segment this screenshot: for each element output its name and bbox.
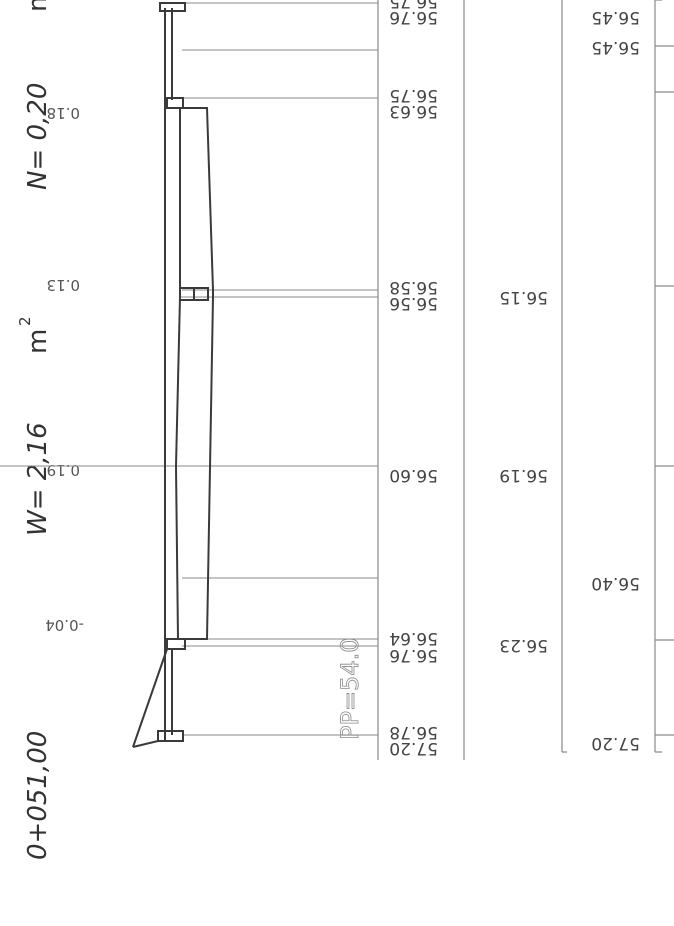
elevation-value: 56.63 bbox=[389, 101, 438, 121]
area-unit-exponent: 2 bbox=[16, 316, 34, 326]
pp-label: PP=54.0 bbox=[336, 638, 364, 741]
depth-label: 0.18 bbox=[47, 104, 80, 122]
elevation-column-1: 56.75 56.76 56.75 56.63 56.58 56.56 56.6… bbox=[389, 0, 438, 758]
elevation-value: 56.64 bbox=[389, 628, 438, 648]
depth-label: 0.19 bbox=[47, 461, 80, 479]
elevation-value: 56.76 bbox=[389, 645, 438, 665]
n-label: N= 0,20 bbox=[23, 83, 53, 190]
elevation-value: 56.15 bbox=[499, 287, 548, 307]
elevation-value: 56.40 bbox=[591, 573, 640, 593]
chainage-label: 0+051,00 bbox=[23, 731, 53, 860]
elevation-value: 57.20 bbox=[591, 733, 640, 753]
section-profile bbox=[132, 2, 214, 748]
elevation-value: 56.75 bbox=[389, 85, 438, 105]
elevation-value: 56.19 bbox=[499, 465, 548, 485]
area-label: W= 2,16 bbox=[23, 422, 53, 536]
depth-label: 0.13 bbox=[47, 276, 80, 294]
elevation-value: 57.20 bbox=[389, 738, 438, 758]
elevation-value: 56.23 bbox=[499, 635, 548, 655]
column-borders bbox=[377, 0, 674, 760]
elevation-column-3: 56.45 56.45 56.40 57.20 bbox=[591, 7, 640, 753]
elevation-value: 56.45 bbox=[591, 7, 640, 27]
elevation-value: 56.58 bbox=[389, 277, 438, 297]
edge-label: m bbox=[23, 0, 53, 12]
elevation-value: 56.60 bbox=[389, 465, 438, 485]
elevation-value: 56.56 bbox=[389, 293, 438, 313]
elevation-column-2: 56.15 56.19 56.23 bbox=[499, 287, 548, 655]
elevation-value: 56.78 bbox=[389, 722, 438, 742]
elevation-value: 56.76 bbox=[389, 7, 438, 27]
depth-label: -0.04 bbox=[45, 616, 84, 634]
elevation-value: 56.45 bbox=[591, 37, 640, 57]
area-unit: m bbox=[23, 329, 53, 354]
station-lines bbox=[0, 2, 378, 736]
elevation-value: 56.75 bbox=[389, 0, 438, 11]
